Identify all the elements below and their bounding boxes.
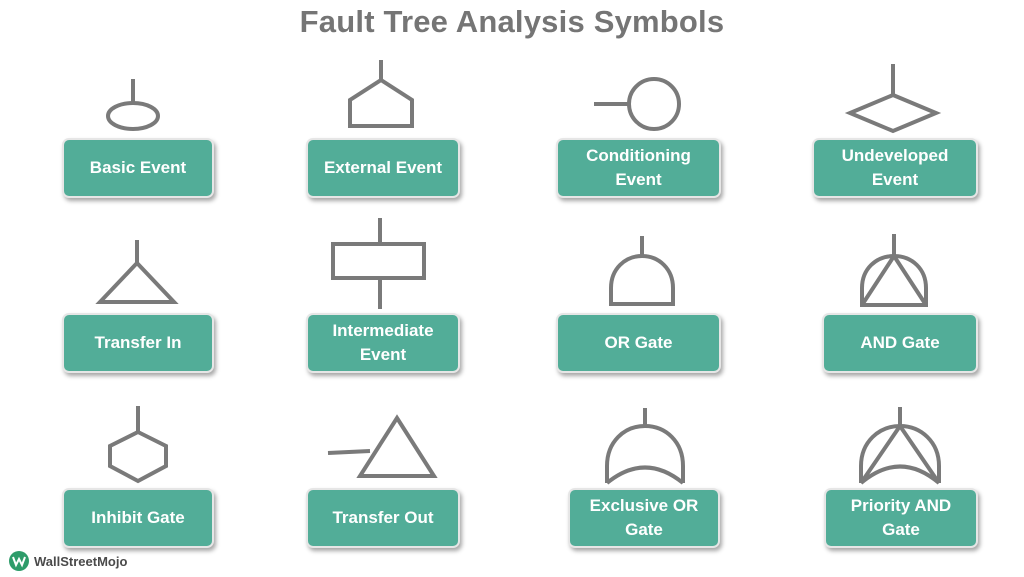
intermediate-event-symbol (331, 218, 426, 309)
brand-name: WallStreetMojo (34, 553, 128, 569)
transfer-out-symbol (327, 414, 438, 478)
inhibit-gate-label: Inhibit Gate (62, 488, 214, 548)
transfer-in-label: Transfer In (62, 313, 214, 373)
transfer-out-label: Transfer Out (306, 488, 460, 548)
external-event-label: External Event (306, 138, 460, 198)
undeveloped-event-label: Undeveloped Event (812, 138, 978, 198)
external-event-symbol (348, 60, 414, 128)
or-gate-symbol (609, 236, 675, 306)
or-gate-label: OR Gate (556, 313, 721, 373)
basic-event-label: Basic Event (62, 138, 214, 198)
and-gate-symbol (860, 234, 928, 307)
basic-event-symbol (106, 79, 160, 131)
inhibit-gate-symbol (108, 406, 168, 484)
priority-and-gate-label: Priority AND Gate (824, 488, 978, 548)
page-title: Fault Tree Analysis Symbols (299, 4, 725, 39)
conditioning-event-symbol (594, 77, 681, 131)
brand-logo: WallStreetMojo (8, 548, 127, 574)
exclusive-or-gate-label: Exclusive OR Gate (568, 488, 720, 548)
intermediate-event-label: Intermediate Event (306, 313, 460, 373)
exclusive-or-gate-symbol (605, 408, 685, 485)
transfer-in-symbol (95, 240, 179, 304)
and-gate-label: AND Gate (822, 313, 978, 373)
priority-and-gate-symbol (859, 407, 941, 485)
conditioning-event-label: Conditioning Event (556, 138, 721, 198)
undeveloped-event-symbol (844, 64, 942, 134)
brand-icon (9, 551, 29, 571)
